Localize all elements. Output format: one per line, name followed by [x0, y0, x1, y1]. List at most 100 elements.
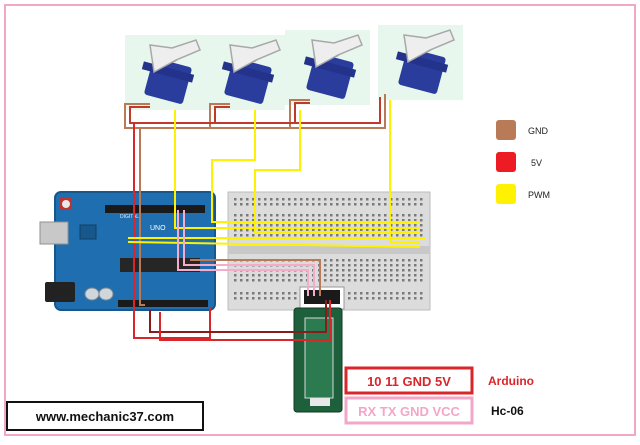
- breadboard-hole: [384, 292, 387, 295]
- breadboard-hole: [366, 203, 369, 206]
- breadboard-hole: [282, 279, 285, 282]
- breadboard-hole: [288, 198, 291, 201]
- breadboard-hole: [300, 214, 303, 217]
- breadboard-hole: [390, 203, 393, 206]
- breadboard-hole: [378, 264, 381, 267]
- breadboard-hole: [258, 297, 261, 300]
- breadboard-hole: [294, 214, 297, 217]
- breadboard-hole: [300, 203, 303, 206]
- breadboard-hole: [312, 219, 315, 222]
- breadboard-hole: [246, 229, 249, 232]
- breadboard-hole: [414, 269, 417, 272]
- breadboard-hole: [240, 279, 243, 282]
- breadboard-hole: [408, 297, 411, 300]
- breadboard-hole: [234, 292, 237, 295]
- legend-pwm-label: PWM: [528, 190, 550, 200]
- breadboard-hole: [354, 198, 357, 201]
- breadboard-hole: [402, 264, 405, 267]
- breadboard-hole: [294, 219, 297, 222]
- breadboard-hole: [384, 234, 387, 237]
- breadboard-hole: [234, 214, 237, 217]
- breadboard-hole: [282, 203, 285, 206]
- breadboard-hole: [402, 279, 405, 282]
- breadboard-hole: [234, 224, 237, 227]
- breadboard-hole: [378, 224, 381, 227]
- breadboard-hole: [378, 219, 381, 222]
- breadboard-hole: [348, 292, 351, 295]
- breadboard-hole: [276, 234, 279, 237]
- breadboard-hole: [372, 274, 375, 277]
- breadboard-hole: [348, 214, 351, 217]
- breadboard-hole: [330, 203, 333, 206]
- breadboard-hole: [234, 274, 237, 277]
- hc06-pins-box: [344, 396, 474, 425]
- breadboard-hole: [246, 279, 249, 282]
- breadboard-hole: [336, 279, 339, 282]
- breadboard-hole: [378, 229, 381, 232]
- breadboard-hole: [402, 269, 405, 272]
- breadboard-hole: [366, 229, 369, 232]
- breadboard-hole: [342, 234, 345, 237]
- breadboard-hole: [288, 214, 291, 217]
- breadboard-hole: [324, 269, 327, 272]
- breadboard-hole: [276, 297, 279, 300]
- breadboard-hole: [414, 203, 417, 206]
- hc06-pins-text: RX TX GND VCC: [358, 404, 460, 419]
- breadboard-hole: [402, 198, 405, 201]
- breadboard-hole: [252, 279, 255, 282]
- breadboard-hole: [420, 214, 423, 217]
- breadboard-hole: [396, 292, 399, 295]
- breadboard-hole: [246, 203, 249, 206]
- servo-2: [205, 35, 285, 110]
- breadboard-hole: [294, 229, 297, 232]
- breadboard-hole: [390, 198, 393, 201]
- breadboard-hole: [294, 297, 297, 300]
- breadboard-hole: [354, 229, 357, 232]
- breadboard-hole: [252, 214, 255, 217]
- usb-port: [39, 221, 69, 245]
- breadboard-hole: [384, 229, 387, 232]
- breadboard-hole: [384, 269, 387, 272]
- breadboard-hole: [336, 274, 339, 277]
- breadboard-hole: [252, 292, 255, 295]
- breadboard-hole: [336, 264, 339, 267]
- breadboard-hole: [288, 274, 291, 277]
- breadboard-hole: [276, 229, 279, 232]
- breadboard-hole: [324, 224, 327, 227]
- breadboard-hole: [414, 219, 417, 222]
- breadboard-hole: [360, 292, 363, 295]
- breadboard-hole: [300, 229, 303, 232]
- breadboard-hole: [240, 214, 243, 217]
- breadboard-hole: [312, 214, 315, 217]
- breadboard-hole: [384, 214, 387, 217]
- breadboard-hole: [318, 198, 321, 201]
- breadboard-hole: [336, 203, 339, 206]
- breadboard-hole: [396, 224, 399, 227]
- svg-text:UNO: UNO: [150, 225, 166, 232]
- breadboard-hole: [408, 234, 411, 237]
- breadboard-hole: [276, 274, 279, 277]
- breadboard-hole: [414, 274, 417, 277]
- breadboard-hole: [288, 229, 291, 232]
- power-jack: [45, 282, 75, 302]
- breadboard-hole: [270, 224, 273, 227]
- breadboard-hole: [420, 219, 423, 222]
- breadboard-hole: [384, 274, 387, 277]
- breadboard-hole: [336, 219, 339, 222]
- breadboard-hole: [300, 198, 303, 201]
- breadboard-hole: [408, 269, 411, 272]
- breadboard-hole: [330, 198, 333, 201]
- breadboard-hole: [336, 214, 339, 217]
- breadboard-hole: [378, 269, 381, 272]
- breadboard-hole: [420, 269, 423, 272]
- breadboard-hole: [288, 224, 291, 227]
- breadboard-hole: [384, 198, 387, 201]
- breadboard-hole: [390, 234, 393, 237]
- breadboard-hole: [264, 229, 267, 232]
- breadboard-hole: [390, 297, 393, 300]
- breadboard-hole: [312, 234, 315, 237]
- breadboard-hole: [270, 279, 273, 282]
- breadboard-hole: [360, 198, 363, 201]
- breadboard-hole: [252, 274, 255, 277]
- breadboard-hole: [348, 234, 351, 237]
